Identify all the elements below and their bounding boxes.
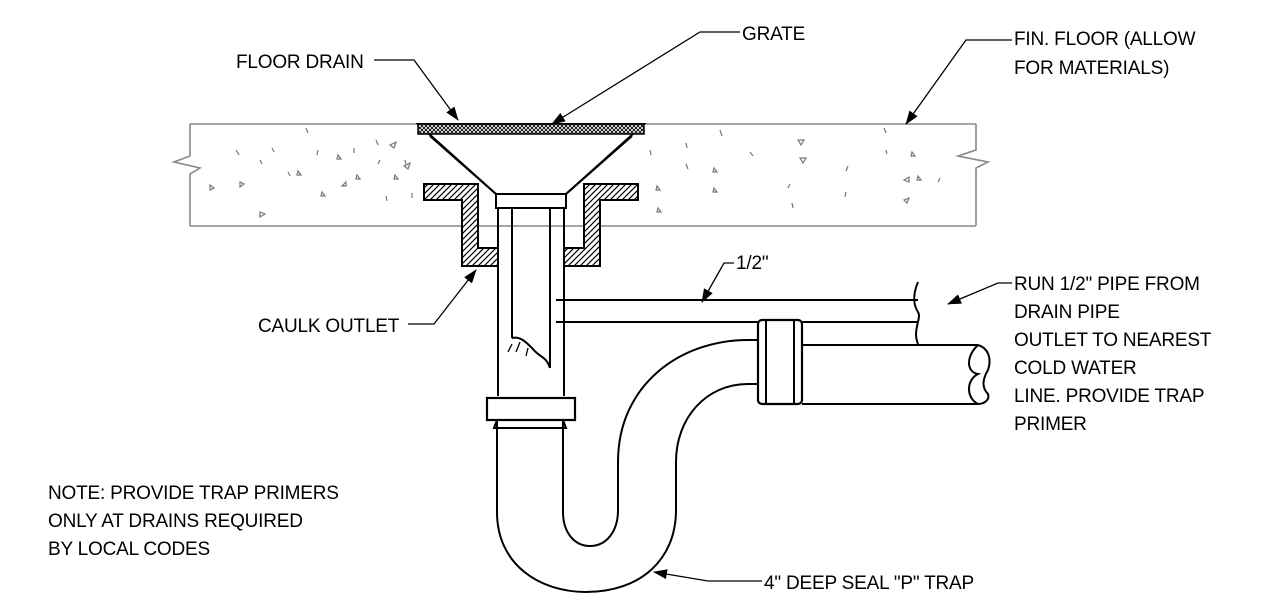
- drain-pipe: [497, 208, 565, 396]
- p-trap: [485, 318, 991, 594]
- run-pipe-label-line2: DRAIN PIPE: [1014, 302, 1120, 323]
- p-trap-label: 4" DEEP SEAL "P" TRAP: [764, 573, 974, 594]
- half-inch-label: 1/2": [736, 253, 768, 274]
- run-pipe-label-line5: LINE. PROVIDE TRAP: [1014, 386, 1204, 407]
- caulk-outlet-label: CAULK OUTLET: [258, 316, 400, 337]
- grate-label: GRATE: [742, 24, 805, 45]
- note-line3: BY LOCAL CODES: [48, 539, 210, 560]
- run-pipe-label-line4: COLD WATER: [1014, 358, 1137, 379]
- annotations: FLOOR DRAIN GRATE FIN. FLOOR (ALLOW FOR …: [48, 24, 1212, 594]
- fin-floor-label-line2: FOR MATERIALS): [1014, 58, 1169, 79]
- floor-drain-label: FLOOR DRAIN: [236, 52, 364, 73]
- clamping-collar: [423, 183, 639, 267]
- grate: [417, 123, 645, 135]
- note-line2: ONLY AT DRAINS REQUIRED: [48, 511, 303, 532]
- run-pipe-label-line6: PRIMER: [1014, 414, 1087, 435]
- primer-pipe: [556, 281, 920, 345]
- note-line1: NOTE: PROVIDE TRAP PRIMERS: [48, 483, 339, 504]
- run-pipe-label-line1: RUN 1/2" PIPE FROM: [1014, 274, 1200, 295]
- leader-lines: [374, 31, 1012, 582]
- fin-floor-label-line1: FIN. FLOOR (ALLOW: [1014, 29, 1196, 50]
- run-pipe-label-line3: OUTLET TO NEAREST: [1014, 330, 1212, 351]
